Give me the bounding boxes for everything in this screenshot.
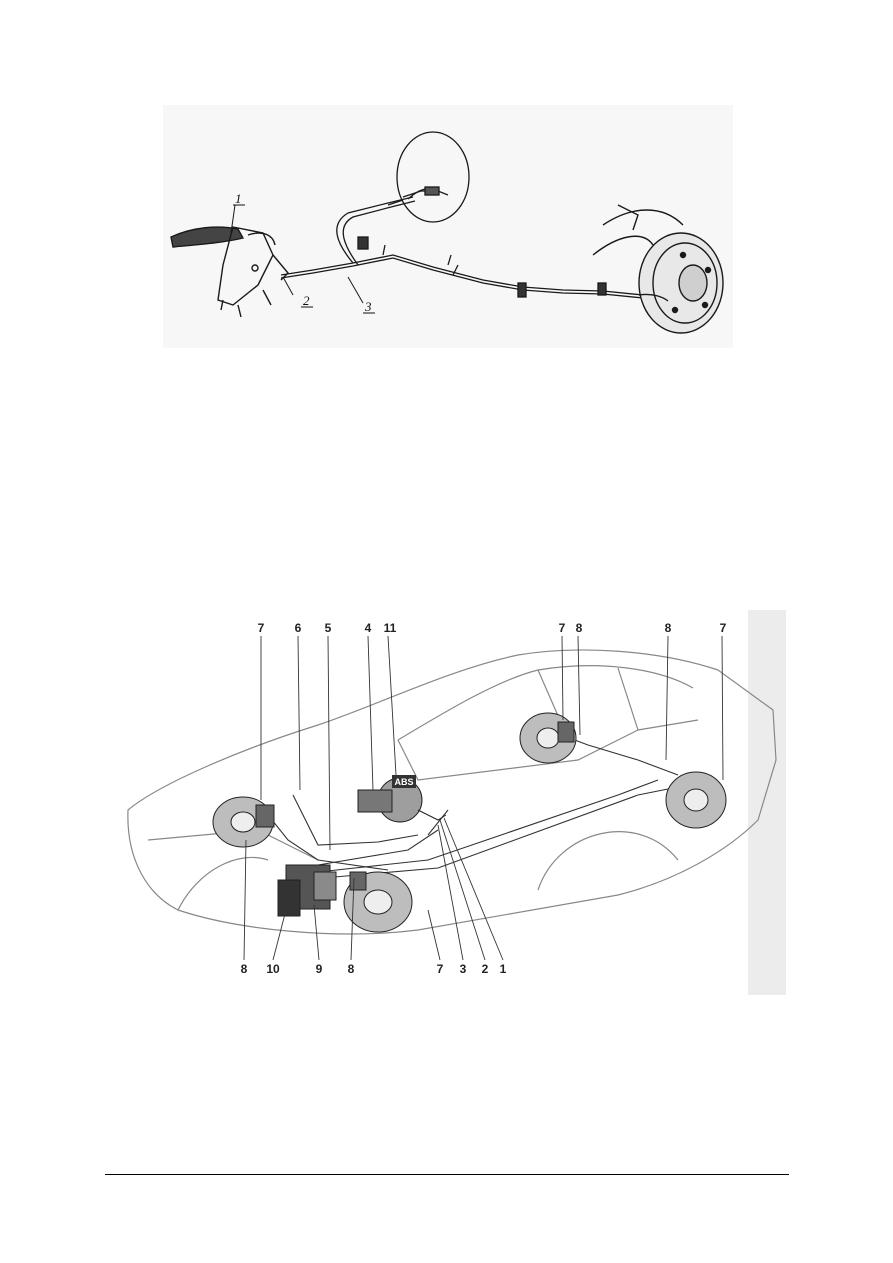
callout-top-2: 6 [295, 621, 302, 635]
brake-system-drawing: ABS 7 6 5 4 11 7 8 8 [118, 610, 786, 995]
callout-top-8: 8 [665, 621, 672, 635]
abs-warning-badge: ABS [392, 775, 416, 788]
svg-text:ABS: ABS [394, 777, 413, 787]
callout-bottom-6: 3 [460, 962, 467, 976]
parking-brake-figure: 1 2 3 [163, 105, 733, 348]
callout-2: 2 [303, 293, 310, 308]
callout-bottom-4: 8 [348, 962, 355, 976]
front-right-brake-disc [343, 871, 413, 933]
callout-3: 3 [364, 299, 372, 314]
rear-right-brake-disc [519, 712, 577, 764]
front-left-brake-disc [212, 796, 275, 848]
callout-top-7: 8 [576, 621, 583, 635]
detail-magnifier [387, 131, 470, 223]
car-body [127, 649, 777, 935]
callout-top-1: 7 [258, 621, 265, 635]
callout-1: 1 [235, 191, 242, 206]
callout-top-3: 5 [325, 621, 332, 635]
callout-top-6: 7 [559, 621, 566, 635]
brake-drum [592, 204, 724, 334]
callout-bottom-5: 7 [437, 962, 444, 976]
footer-divider [105, 1174, 789, 1175]
abs-hydraulic-unit [277, 864, 337, 917]
brake-system-figure: ABS 7 6 5 4 11 7 8 8 [118, 610, 786, 995]
callout-top-5: 11 [384, 621, 397, 635]
parking-brake-drawing: 1 2 3 [163, 105, 733, 348]
callout-top-9: 7 [720, 621, 727, 635]
callout-bottom-8: 1 [500, 962, 507, 976]
callout-bottom-7: 2 [482, 962, 489, 976]
callout-bottom-1: 8 [241, 962, 248, 976]
callout-top-4: 4 [365, 621, 372, 635]
rear-left-brake-disc [665, 771, 727, 829]
callout-bottom-2: 10 [266, 962, 280, 976]
callout-bottom-3: 9 [316, 962, 323, 976]
brake-booster [357, 777, 447, 823]
